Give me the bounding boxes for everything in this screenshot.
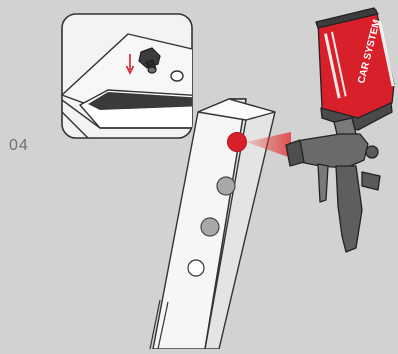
- rail-hole: [201, 218, 219, 236]
- rail-hole: [217, 177, 235, 195]
- hole-detail-icon: [62, 14, 205, 138]
- red-hole-marker-icon: [228, 133, 247, 152]
- spray-gun-icon: [286, 8, 395, 252]
- rail-hole: [188, 260, 204, 276]
- step-number: 04: [9, 137, 29, 155]
